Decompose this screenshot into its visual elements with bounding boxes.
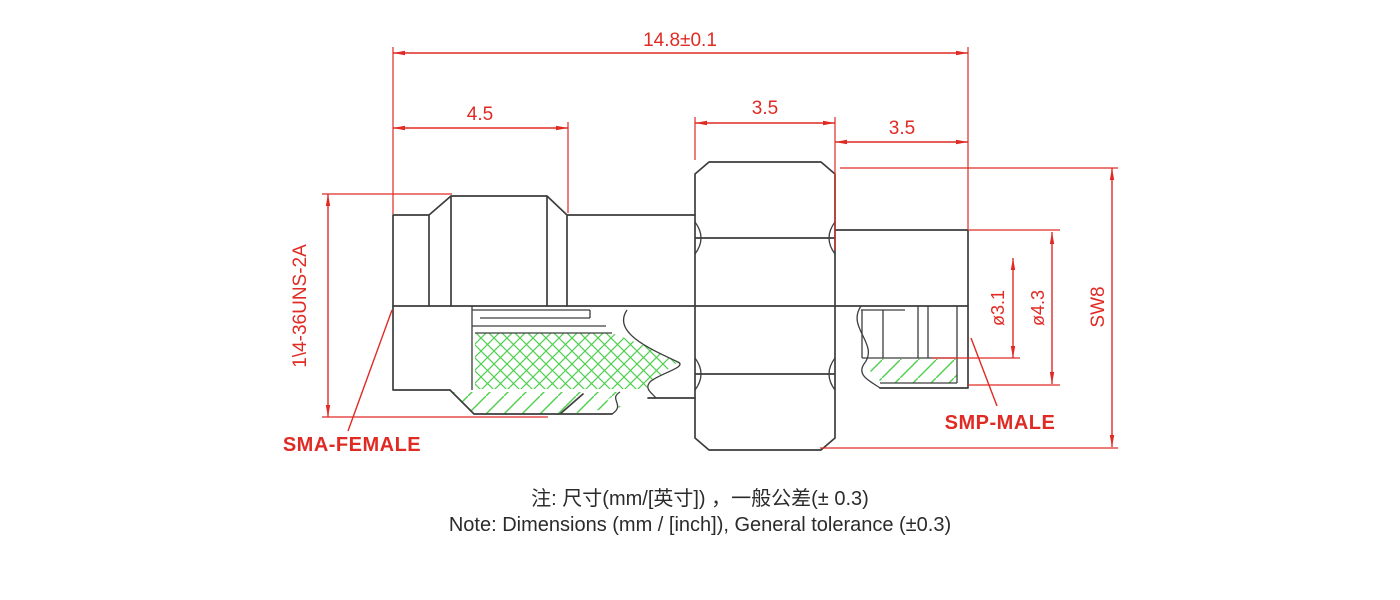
dim-text-smp-length: 3.5 <box>889 118 915 139</box>
section-hatching <box>395 333 957 415</box>
dim-text-thread-spec: 1\4-36UNS-2A <box>290 244 311 368</box>
sma-label-leader <box>347 309 393 432</box>
dim-text-overall-length: 14.8±0.1 <box>643 30 717 51</box>
sma-dielectric-crosshatch <box>475 333 678 389</box>
dim-text-inner-diameter: ø3.1 <box>988 290 1008 326</box>
smp-body-outline <box>834 229 969 389</box>
connector-outlines <box>392 161 969 451</box>
dim-text-hex-length: 3.5 <box>752 98 778 119</box>
sma-socket-detail <box>471 306 612 390</box>
smp-body-hatch <box>870 359 957 383</box>
drawing-notes: 注: 尺寸(mm/[英寸]) ，一般公差(± 0.3) Note: Dimens… <box>0 486 1400 538</box>
dim-text-sma-length: 4.5 <box>467 104 493 125</box>
smp-section-break-curve <box>856 305 881 389</box>
note-line-english: Note: Dimensions (mm / [inch]), General … <box>448 514 952 536</box>
sma-body-outline <box>392 195 696 415</box>
hex-corner-curves <box>694 221 836 391</box>
dimension-texts: 14.8±0.1 4.5 3.5 3.5 1\4-36UNS-2A ø3.1 ø… <box>283 30 1109 456</box>
note-line-chinese: 注: 尺寸(mm/[英寸]) ，一般公差(± 0.3) <box>531 488 869 510</box>
sma-body-hatch-band <box>395 392 622 415</box>
dimension-lines <box>325 50 1115 447</box>
sma-female-label: SMA-FEMALE <box>283 434 421 456</box>
smp-label-leader <box>970 337 998 407</box>
dim-text-hex-size: SW8 <box>1088 286 1109 327</box>
dimension-extension-lines <box>322 47 1118 449</box>
smp-male-label: SMP-MALE <box>945 412 1056 434</box>
dim-text-outer-diameter: ø4.3 <box>1028 290 1048 326</box>
sma-section-break-curve <box>611 309 681 415</box>
